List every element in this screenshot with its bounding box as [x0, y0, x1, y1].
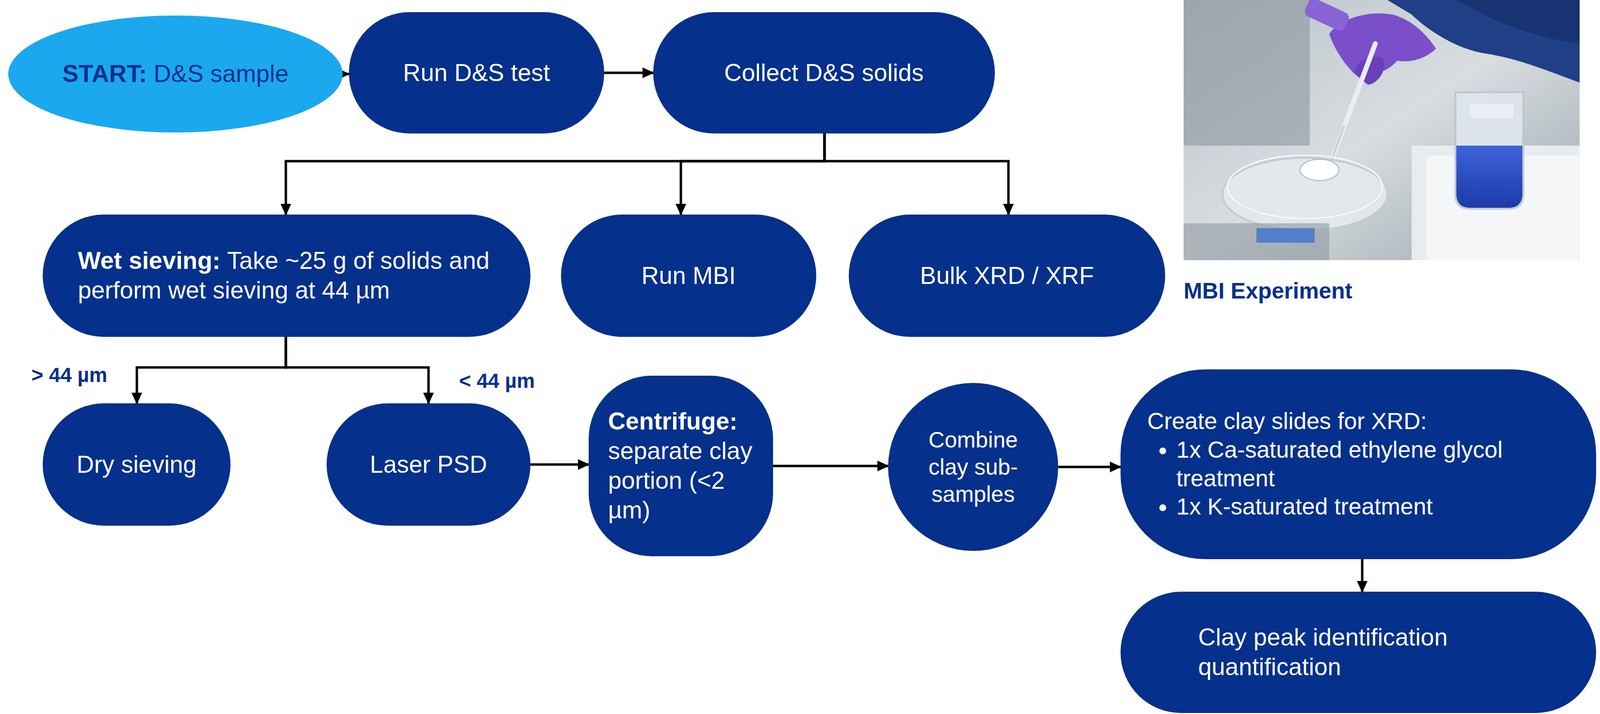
label-text: Run MBI — [641, 261, 737, 291]
label-text: Collect D&S solids — [724, 58, 924, 88]
process-circle: Combine clay sub-samples — [888, 382, 1059, 551]
flow-arrow — [342, 72, 349, 76]
heading-text: START: — [62, 60, 148, 88]
edge-label: > 44 µm — [28, 362, 111, 388]
edge-label: < 44 µm — [456, 368, 538, 394]
node-text: Combine clay sub-samples — [917, 426, 1029, 508]
bullet-item: 1x Ca-saturated ethylene glycol treatmen… — [1176, 435, 1570, 493]
flow-arrow — [530, 463, 589, 466]
node-text: Laser PSD — [369, 449, 488, 480]
node-text: Create clay slides for XRD:1x Ca-saturat… — [1147, 407, 1570, 521]
flow-arrow — [285, 133, 825, 215]
flow-arrow — [604, 71, 654, 75]
node-text: Clay peak identification quantification — [1198, 622, 1519, 682]
flow-arrow — [1058, 465, 1122, 469]
process-box: Run D&S test — [348, 12, 605, 134]
process-box: Clay peak identification quantification — [1120, 591, 1597, 713]
process-box: Create clay slides for XRD:1x Ca-saturat… — [1120, 369, 1597, 560]
process-box: Dry sieving — [42, 403, 231, 526]
text-line: Wet sieving:Take ~25 g of solids and per… — [78, 246, 496, 306]
flow-arrow — [773, 464, 889, 468]
node-text: Bulk XRD / XRF — [920, 261, 1094, 291]
process-box: Wet sieving:Take ~25 g of solids and per… — [42, 214, 531, 337]
label-text: Clay peak identification quantification — [1198, 622, 1519, 682]
body-text: separate clay portion (<2 µm) — [608, 436, 754, 526]
node-text: Collect D&S solids — [724, 58, 924, 88]
photo-caption: MBI Experiment — [1183, 277, 1353, 304]
bullet-item: 1x K-saturated treatment — [1176, 492, 1570, 522]
flow-arrow — [285, 336, 429, 404]
bullet-list: 1x Ca-saturated ethylene glycol treatmen… — [1147, 435, 1570, 522]
flow-arrow — [1361, 559, 1364, 592]
heading-text: Wet sieving: — [78, 247, 221, 275]
node-text: Run D&S test — [403, 58, 551, 88]
start-ellipse: START:D&S sample — [8, 15, 343, 133]
process-box: Bulk XRD / XRF — [848, 214, 1166, 337]
heading-text: Centrifuge: — [608, 406, 754, 437]
label-text: Combine clay sub-samples — [917, 426, 1029, 508]
lab-photo — [1183, 0, 1580, 261]
ellipse-fill — [888, 382, 1059, 551]
label-text: Run D&S test — [403, 58, 551, 88]
text-line: START:D&S sample — [62, 59, 289, 89]
process-box: Laser PSD — [326, 403, 531, 526]
body-text: D&S sample — [153, 60, 289, 88]
label-text: Dry sieving — [76, 449, 197, 480]
label-text: Laser PSD — [369, 449, 488, 480]
node-text: START:D&S sample — [62, 59, 289, 89]
flow-arrow — [136, 336, 286, 404]
flow-arrow — [680, 133, 825, 215]
process-box: Run MBI — [560, 214, 817, 337]
label-text: Bulk XRD / XRF — [920, 261, 1094, 291]
flow-arrow — [824, 133, 1009, 215]
node-text: Dry sieving — [76, 449, 197, 480]
process-box: Collect D&S solids — [653, 12, 995, 134]
node-text: Run MBI — [641, 261, 737, 291]
node-text: Centrifuge:separate clay portion (<2 µm) — [608, 406, 754, 526]
process-box: Centrifuge:separate clay portion (<2 µm) — [588, 375, 774, 557]
node-text: Wet sieving:Take ~25 g of solids and per… — [78, 246, 496, 306]
ellipse-fill — [8, 15, 343, 133]
heading-text: Create clay slides for XRD: — [1147, 407, 1570, 436]
